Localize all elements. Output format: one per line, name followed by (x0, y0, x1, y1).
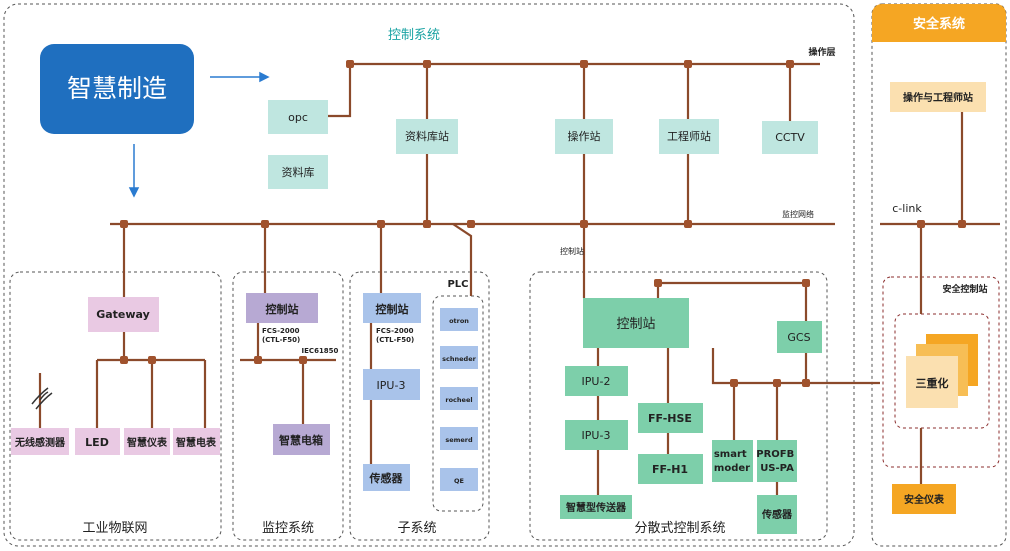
dcs-sensor-node: 传感器 (757, 495, 797, 534)
svg-text:opc: opc (288, 111, 308, 124)
svg-text:控制站: 控制站 (266, 302, 299, 316)
subsystem-control-station-node: 控制站 (363, 293, 421, 323)
smart-manufacturing-title: 智慧制造 (67, 74, 167, 103)
ipu2-node: IPU-2 (565, 366, 628, 396)
svg-text:资料库: 资料库 (282, 165, 315, 179)
plc-item-qe: QE (440, 468, 478, 491)
control-station-bus-label: 控制站 (560, 246, 584, 256)
svg-text:LED: LED (85, 436, 109, 449)
safety-control-station-title: 安全控制站 (942, 283, 987, 295)
subsystem-sensor-node: 传感器 (363, 464, 410, 491)
dcs-ipu3-node: IPU-3 (565, 420, 628, 450)
main-area-frame (3, 3, 855, 547)
database-station-node: 资料库站 (396, 119, 458, 154)
svg-text:IPU-2: IPU-2 (582, 375, 611, 388)
triple-frame (894, 313, 990, 429)
opc-node: opc (268, 100, 328, 134)
connection-dots (120, 60, 966, 387)
subsystem-title: 子系统 (397, 521, 436, 536)
gcs-node: GCS (777, 321, 822, 353)
ff-h1-node: FF-H1 (638, 454, 703, 484)
safety-control-frame (882, 276, 1000, 468)
monitoring-fcs-label: FCS-2000 (CTL-F50) (262, 327, 302, 344)
svg-text:三重化: 三重化 (916, 376, 949, 390)
svg-text:otron: otron (449, 317, 469, 325)
safety-header-bg (872, 4, 1006, 42)
database-node: 资料库 (268, 155, 328, 189)
svg-text:Gateway: Gateway (96, 308, 150, 321)
plc-item-semerd: semerd (440, 427, 478, 450)
wireless-sensor-node: 无线感测器 (11, 428, 69, 455)
svg-text:智慧仪表: 智慧仪表 (127, 436, 168, 449)
svg-text:IPU-3: IPU-3 (582, 429, 611, 442)
svg-text:传感器: 传感器 (369, 471, 404, 485)
iot-frame (9, 271, 222, 541)
arrow-down-icon (128, 144, 140, 198)
smart-electric-meter-node: 智慧电表 (173, 428, 220, 455)
svg-text:无线感测器: 无线感测器 (14, 436, 66, 449)
gateway-node: Gateway (88, 297, 159, 332)
svg-text:资料库站: 资料库站 (405, 129, 449, 143)
smart-meter-node: 智慧仪表 (124, 428, 170, 455)
led-node: LED (75, 428, 120, 455)
svg-text:IPU-3: IPU-3 (377, 379, 406, 392)
smart-transmitter-node: 智慧型传送器 (560, 495, 632, 519)
triple-redundancy-node: 三重化 (906, 334, 978, 408)
control-system-title: 控制系统 (388, 28, 440, 43)
svg-text:semerd: semerd (445, 436, 473, 444)
svg-text:控制站: 控制站 (376, 302, 409, 316)
smart-electric-box-node: 智慧电箱 (273, 424, 330, 455)
arrow-right-icon (210, 71, 270, 83)
svg-text:操作与工程师站: 操作与工程师站 (903, 91, 973, 104)
iec-label: IEC61850 (302, 347, 339, 355)
plc-item-schneder: schneder (440, 346, 478, 369)
svg-text:智慧电表: 智慧电表 (176, 436, 217, 449)
plc-frame (432, 295, 484, 512)
operator-station-node: 操作站 (555, 119, 613, 154)
monitoring-frame (232, 271, 344, 541)
engineer-station-node: 工程师站 (659, 119, 719, 154)
svg-text:控制站: 控制站 (616, 317, 655, 332)
dcs-control-station-node: 控制站 (583, 298, 689, 348)
svg-text:智慧型传送器: 智慧型传送器 (566, 501, 627, 514)
svg-text:smart moder: smart moder (714, 449, 750, 474)
subsystem-frame (349, 271, 490, 541)
svg-text:传感器: 传感器 (761, 508, 793, 521)
dcs-frame (529, 271, 828, 541)
svg-text:操作站: 操作站 (568, 129, 601, 143)
iot-title: 工业物联网 (82, 521, 147, 536)
operation-layer-label: 操作层 (808, 46, 835, 58)
svg-text:QE: QE (454, 477, 464, 485)
plc-item-rocheel: rocheel (440, 387, 478, 410)
dcs-title: 分散式控制系统 (634, 521, 725, 536)
smart-manufacturing-box (40, 44, 194, 134)
clink-label: c-link (892, 202, 922, 215)
svg-text:工程师站: 工程师站 (667, 129, 711, 143)
svg-text:智慧电箱: 智慧电箱 (279, 433, 323, 447)
cctv-node: CCTV (762, 121, 818, 154)
svg-text:CCTV: CCTV (775, 131, 805, 144)
safety-instrument-node: 安全仪表 (892, 484, 956, 514)
profibus-node: PROFB US-PA (756, 440, 797, 482)
svg-text:安全仪表: 安全仪表 (904, 493, 945, 506)
plc-item-otron: otron (440, 308, 478, 331)
monitor-network-label: 监控网络 (782, 209, 814, 219)
smart-moder-node: smart moder (712, 440, 753, 482)
monitoring-title: 监控系统 (262, 521, 314, 536)
subsystem-ipu3-node: IPU-3 (363, 369, 420, 400)
svg-text:FF-H1: FF-H1 (652, 463, 688, 476)
svg-text:FF-HSE: FF-HSE (648, 412, 692, 425)
plc-title: PLC (447, 279, 468, 290)
subsystem-fcs-label: FCS-2000 (CTL-F50) (376, 327, 416, 344)
wireless-signal-icon (31, 387, 53, 410)
safety-system-title: 安全系统 (913, 16, 965, 32)
svg-text:PROFB US-PA: PROFB US-PA (756, 449, 797, 474)
svg-text:schneder: schneder (442, 355, 476, 363)
monitoring-control-station-node: 控制站 (246, 293, 318, 323)
svg-text:rocheel: rocheel (445, 396, 472, 404)
svg-text:GCS: GCS (787, 331, 810, 344)
ff-hse-node: FF-HSE (638, 403, 703, 433)
ops-eng-station-node: 操作与工程师站 (890, 82, 986, 112)
